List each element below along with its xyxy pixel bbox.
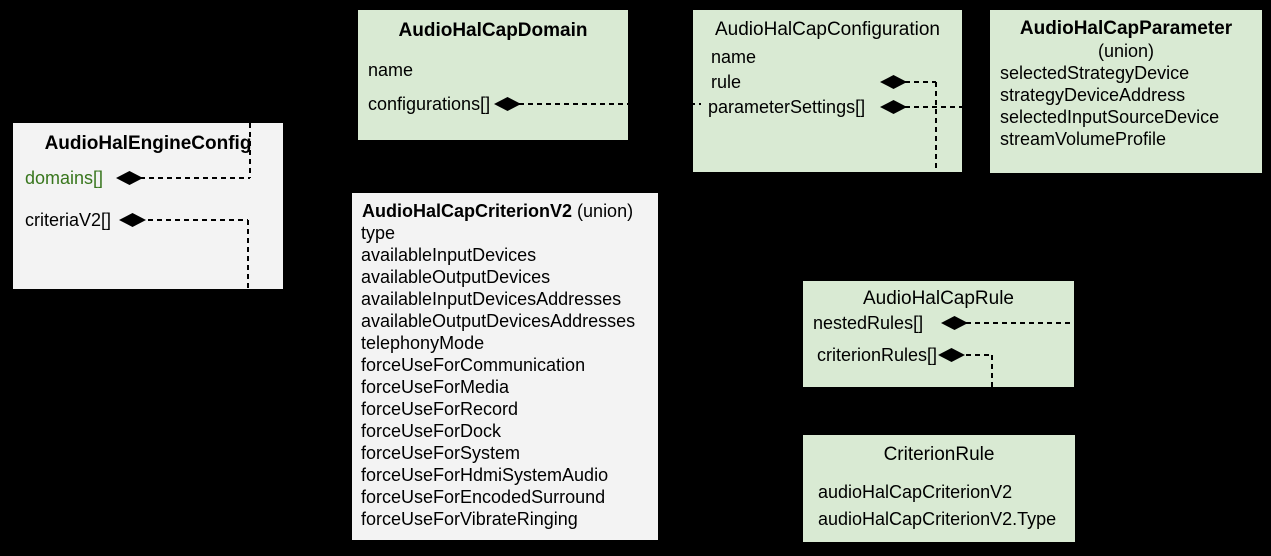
cap-configuration-box [693, 10, 962, 172]
criterion-rule-field-criterionv2: audioHalCapCriterionV2 [818, 482, 1013, 502]
composition-diamond-icon-configurations [494, 97, 521, 111]
cap-criterion-v2-field: availableOutputDevices [361, 267, 551, 287]
connector-nestedrules-h [966, 322, 1074, 324]
cap-criterion-v2-title: AudioHalCapCriterionV2 (union) [362, 201, 633, 221]
cap-configuration-field-rule: rule [711, 72, 742, 92]
engine-config-field-criteriav2: criteriaV2[] [25, 210, 112, 230]
engine-config-title: AudioHalEngineConfig [44, 133, 252, 154]
connector-domains-v [249, 123, 251, 178]
composition-diamond-icon-rule [880, 75, 907, 89]
cap-parameter-field: selectedStrategyDevice [1000, 63, 1190, 83]
cap-criterion-v2-title-union: (union) [577, 201, 634, 221]
cap-criterion-v2-field: forceUseForCommunication [361, 355, 586, 375]
cap-criterion-v2-field: forceUseForRecord [361, 399, 519, 419]
cap-criterion-v2-field: forceUseForSystem [361, 443, 521, 463]
connector-criteriav2-h [148, 219, 248, 221]
connector-domains-h [140, 177, 250, 179]
connector-configurations-h [519, 103, 701, 105]
composition-diamond-icon-nestedrules [941, 316, 968, 330]
cap-criterion-v2-field: telephonyMode [361, 333, 485, 353]
cap-criterion-v2-field: forceUseForDock [361, 421, 502, 441]
cap-parameter-field-list: selectedStrategyDevice strategyDeviceAdd… [1000, 62, 1219, 150]
cap-configuration-title: AudioHalCapConfiguration [715, 19, 940, 40]
connector-rule-v [935, 82, 937, 281]
connector-criterionrules-v [991, 355, 993, 435]
cap-parameter-field: strategyDeviceAddress [1000, 85, 1186, 105]
cap-parameter-field: streamVolumeProfile [1000, 129, 1167, 149]
connector-criteriav2-v [247, 220, 249, 289]
cap-rule-field-criterionrules: criterionRules[] [817, 345, 938, 365]
cap-criterion-v2-field: availableInputDevicesAddresses [361, 289, 622, 309]
cap-domain-field-configurations: configurations[] [368, 94, 491, 114]
composition-diamond-icon-criterionrules [938, 348, 965, 362]
cap-domain-field-name: name [368, 60, 414, 80]
criterion-rule-title: CriterionRule [883, 444, 995, 465]
connector-criterionrules-h [966, 354, 992, 356]
composition-diamond-icon-parametersettings [880, 100, 907, 114]
cap-criterion-v2-field: availableInputDevices [361, 245, 537, 265]
cap-rule-field-nestedrules: nestedRules[] [813, 313, 924, 333]
cap-criterion-v2-field: type [361, 223, 396, 243]
cap-criterion-v2-field: forceUseForVibrateRinging [361, 509, 578, 529]
cap-rule-title: AudioHalCapRule [862, 288, 1015, 309]
composition-diamond-icon-criteriav2 [119, 213, 146, 227]
criterion-rule-field-criterionv2-type: audioHalCapCriterionV2.Type [818, 509, 1057, 529]
cap-parameter-field: selectedInputSourceDevice [1000, 107, 1220, 127]
cap-criterion-v2-box [352, 193, 658, 540]
cap-parameter-subtitle: (union) [1097, 41, 1155, 61]
cap-criterion-v2-title-name: AudioHalCapCriterionV2 [362, 201, 573, 221]
cap-domain-title: AudioHalCapDomain [398, 20, 588, 41]
cap-criterion-v2-field: availableOutputDevicesAddresses [361, 311, 636, 331]
connector-parametersettings-h [905, 106, 990, 108]
engine-config-box [13, 123, 283, 289]
cap-criterion-v2-field: forceUseForHdmiSystemAudio [361, 465, 609, 485]
cap-configuration-field-name: name [711, 47, 757, 67]
engine-config-field-domains: domains[] [25, 168, 104, 188]
connector-rule-h [905, 81, 936, 83]
composition-diamond-icon-domains [116, 171, 143, 185]
cap-parameter-box [990, 10, 1262, 173]
cap-criterion-v2-field-list: type availableInputDevices availableOutp… [361, 222, 635, 530]
cap-criterion-v2-field: forceUseForEncodedSurround [361, 487, 606, 507]
cap-domain-box [358, 10, 628, 140]
cap-criterion-v2-field: forceUseForMedia [361, 377, 510, 397]
criterion-rule-box [803, 435, 1075, 542]
cap-parameter-title: AudioHalCapParameter [1019, 18, 1233, 39]
cap-configuration-field-parametersettings: parameterSettings[] [708, 97, 866, 117]
cap-rule-box [803, 281, 1074, 387]
